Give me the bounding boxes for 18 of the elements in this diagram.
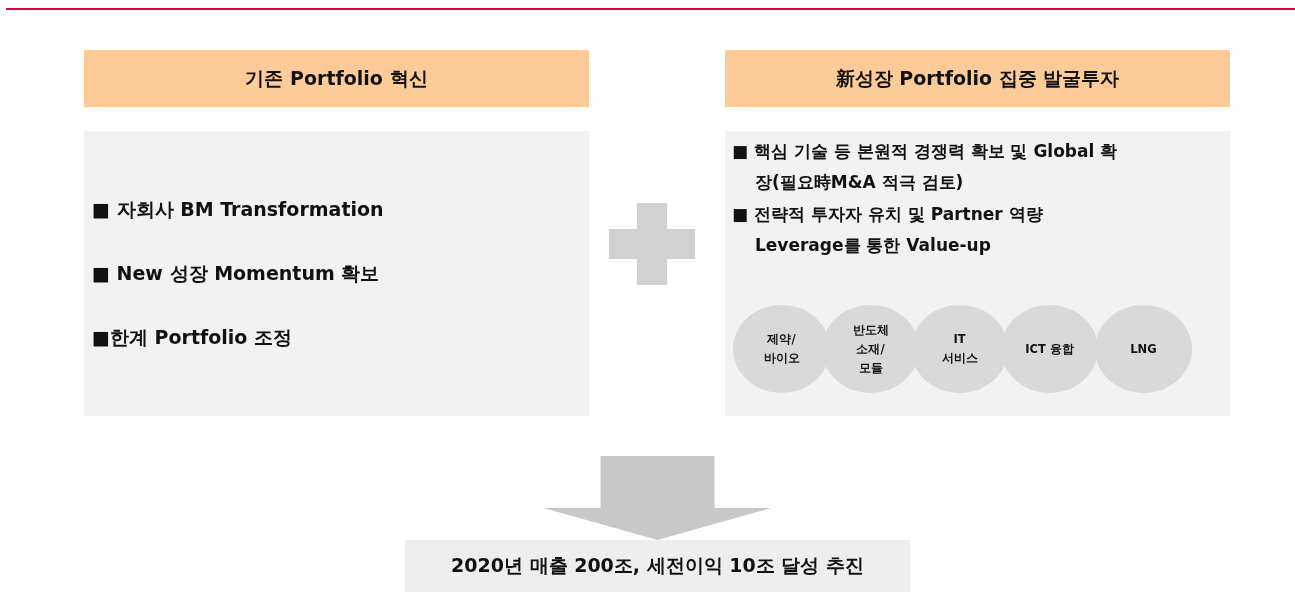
category-label: LNG	[1130, 340, 1157, 358]
header-bar	[725, 50, 1230, 107]
header-title: 新성장 Portfolio 집중 발굴투자	[835, 65, 1120, 91]
category-label: 제약/ 바이오	[762, 331, 801, 367]
down-arrow	[543, 456, 772, 540]
bullet-text: ■ 핵심 기술 등 본원적 경쟁력 확보 및 Global 확장(필요時M&A 적극 검토)	[732, 140, 1119, 194]
bullet-text: ■한계 Portfolio 조정	[92, 325, 292, 350]
bullet-text: ■ New 성장 Momentum 확보	[92, 261, 380, 286]
content-panel	[725, 131, 1230, 416]
bullet-text: ■ 전략적 투자자 유치 및 Partner 역량 Leverage를 통한 Value-up	[732, 203, 1044, 257]
category-label: IT 서비스	[940, 331, 979, 367]
category-label: 반도체 소재/모듈	[851, 321, 890, 377]
bullet-text: ■ 자회사 BM Transformation	[92, 197, 384, 222]
category-label: ICT 융합	[1025, 340, 1074, 358]
header-bar	[84, 50, 589, 107]
header-title: 기존 Portfolio 혁신	[245, 65, 428, 91]
goal-text: 2020년 매출 200조, 세전이익 10조 달성 추진	[451, 553, 864, 578]
goal-box	[405, 540, 910, 592]
